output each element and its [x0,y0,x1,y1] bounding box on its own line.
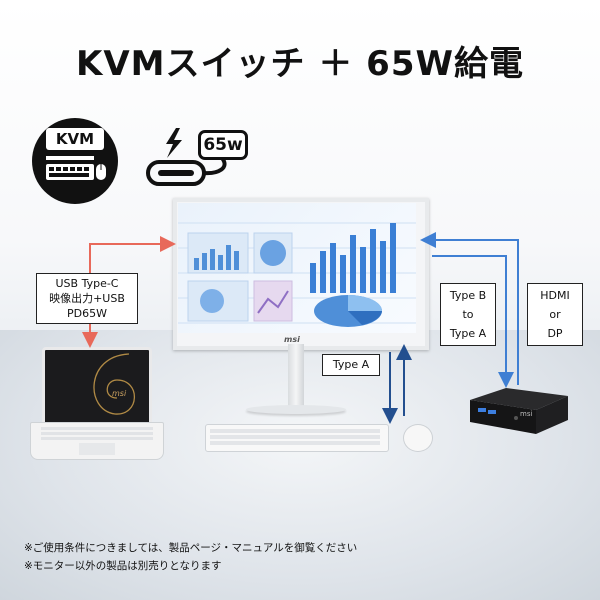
mini-pc [470,388,568,434]
monitor-brand-logo: msi [284,335,300,344]
laptop-screen [42,347,152,427]
usbc-label-line3: PD65W [67,307,107,320]
kvm-icon-label: KVM [46,128,104,150]
hdmi-dp-label: HDMI or DP [527,283,583,346]
hdmi-label-line3: DP [547,327,563,340]
laptop-keyboard [30,422,164,460]
laptop-brand-logo: msi [112,389,127,398]
usbc-label-line2: 映像出力+USB [49,292,125,305]
footnote-2: ※モニター以外の製品は別売りとなります [24,560,222,572]
typeb-label-line3: Type A [449,327,487,340]
monitor-screen [178,203,416,333]
kvm-icon-drawing [46,156,106,180]
minipc-brand-logo: msi [520,410,533,418]
monitor-stand [288,344,304,408]
footnote-1: ※ご使用条件につきましては、製品ページ・マニュアルを御覧ください [24,542,358,554]
typea-label: Type A [322,354,380,376]
usbc-power-icon [146,128,227,186]
monitor-base [246,405,346,414]
hdmi-label-line2: or [549,308,561,321]
page-title: KVMスイッチ ＋ 65W給電 [76,44,524,84]
mouse [403,424,433,452]
dashboard-graphic [178,222,416,327]
keyboard [205,424,389,452]
usbc-label: USB Type-C 映像出力+USB PD65W [36,273,138,324]
typeb-label-line2: to [462,308,474,321]
typeb-label-line1: Type B [449,289,487,302]
power-65w-label: 65w [198,130,248,160]
hdmi-label-line1: HDMI [540,289,570,302]
usbc-label-line1: USB Type-C [55,277,119,290]
typeb-to-typea-label: Type B to Type A [440,283,496,346]
